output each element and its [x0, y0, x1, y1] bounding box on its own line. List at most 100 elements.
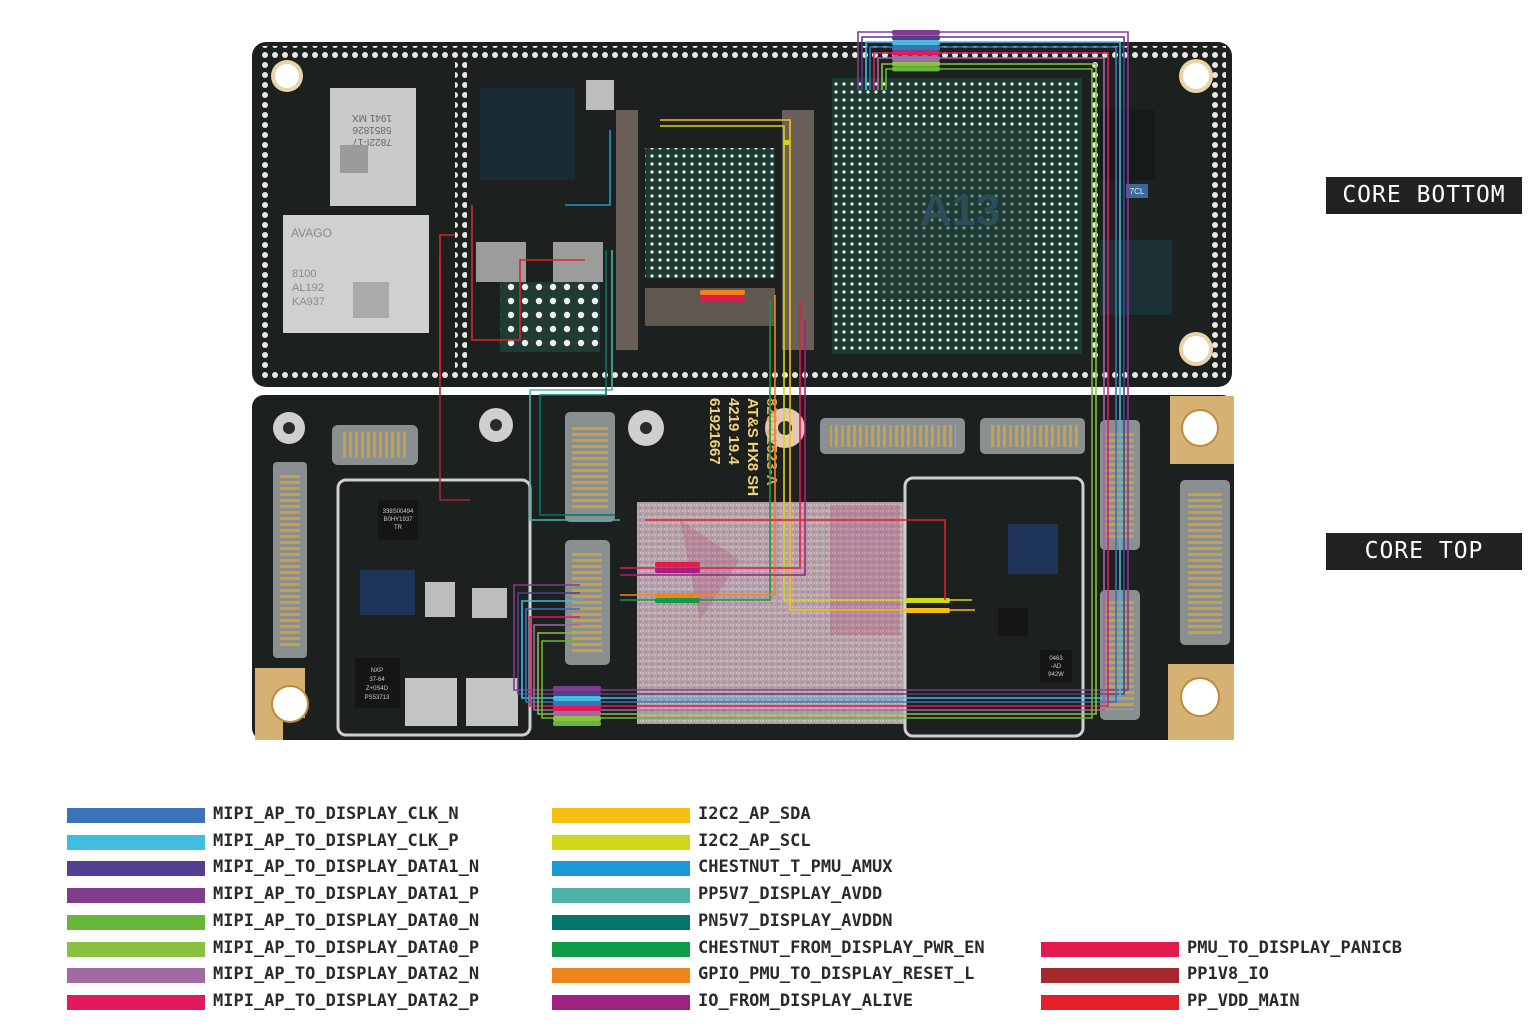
trace-pp5v7-avdd	[529, 250, 620, 521]
legend-label: CHESTNUT_FROM_DISPLAY_PWR_EN	[698, 937, 985, 958]
net-tag	[892, 30, 940, 35]
net-tag	[905, 598, 950, 603]
legend-label: PP1V8_IO	[1187, 964, 1269, 985]
trace-mipi-ap-to-display-data2-p	[529, 52, 1109, 707]
legend-swatch	[67, 808, 205, 823]
board-part-number: 820-01523-A	[763, 398, 780, 486]
trace-mipi-ap-to-display-data1-p	[513, 31, 1129, 691]
trace-display-alive	[620, 320, 806, 576]
legend-label: MIPI_AP_TO_DISPLAY_CLK_N	[213, 804, 459, 824]
trace-i2c-sda	[660, 119, 975, 611]
chip-marking: 37-64	[369, 677, 385, 683]
chip-marking: AVAGO	[291, 226, 332, 240]
soc-marking: A13	[920, 186, 1001, 235]
net-tag	[553, 686, 601, 691]
net-tag	[892, 40, 940, 46]
legend-swatch	[67, 968, 205, 984]
net-tag	[655, 568, 700, 573]
chip-marking: 1941 MX	[352, 112, 392, 123]
chip-marking: 338S00494	[383, 509, 414, 515]
net-tag	[553, 691, 601, 696]
legend-label: MIPI_AP_TO_DISPLAY_DATA1_P	[213, 884, 480, 905]
chip-marking: 7CL	[1130, 187, 1145, 196]
chip-marking: 0463	[1049, 656, 1063, 662]
legend-swatch	[552, 808, 690, 823]
legend-label: IO_FROM_DISPLAY_ALIVE	[698, 990, 913, 1011]
legend-swatch	[67, 994, 205, 1010]
legend-label: MIPI_AP_TO_DISPLAY_DATA2_P	[213, 990, 480, 1011]
legend-swatch	[552, 994, 690, 1010]
chip-marking: B0HY1937	[383, 517, 413, 523]
net-tag	[892, 61, 940, 67]
legend-label: PN5V7_DISPLAY_AVDDN	[698, 910, 893, 931]
trace-pp-vdd-main-2	[439, 234, 455, 380]
board-id-marking: 820-01523-A AT&S HX8 SH 4219 19.4 619216…	[706, 398, 780, 496]
net-tag	[655, 598, 700, 603]
legend-swatch	[552, 861, 690, 877]
net-traces	[439, 30, 1129, 726]
legend-label: MIPI_AP_TO_DISPLAY_DATA0_P	[213, 937, 480, 958]
legend-swatch	[67, 888, 205, 904]
net-tag	[553, 696, 601, 701]
chip-marking: NXP	[371, 668, 383, 674]
legend-swatch	[552, 941, 690, 957]
net-tag	[892, 56, 940, 61]
board-vendor: AT&S HX8 SH	[744, 398, 761, 496]
trace-pn5v7-avddn	[539, 250, 615, 516]
legend-label: I2C2_AP_SCL	[698, 830, 811, 851]
core-bottom-board: 1941 MX 5851826 7822I-17 AVAGO 8100 AL19…	[252, 42, 1232, 387]
chip-marking: 942W	[1048, 672, 1064, 678]
net-tag	[892, 66, 940, 72]
legend-swatch	[552, 968, 690, 984]
trace-chestnut-amux	[565, 130, 611, 206]
net-tag	[553, 706, 601, 711]
chip-marking: KA937	[292, 296, 325, 308]
trace-mipi-ap-to-display-clk-p	[521, 41, 1121, 699]
net-tag	[700, 296, 745, 301]
trace-i2c-scl	[660, 125, 972, 601]
trace-mipi-ap-to-display-data2-n	[533, 57, 1105, 711]
trace-mipi-ap-to-display-data1-n	[517, 36, 1125, 695]
board-serial: 61921667	[706, 398, 723, 465]
net-tag	[905, 608, 950, 613]
board-date: 4219 19.4	[725, 398, 742, 465]
net-tag	[892, 45, 940, 51]
chip-marking: AL192	[292, 282, 324, 294]
legend-label: MIPI_AP_TO_DISPLAY_DATA1_N	[213, 857, 480, 878]
chip-marking: 7822I-17	[352, 136, 392, 147]
legend-swatch	[67, 861, 205, 877]
legend-label: MIPI_AP_TO_DISPLAY_CLK_P	[213, 830, 459, 851]
net-tag	[553, 721, 601, 726]
legend-label: MIPI_AP_TO_DISPLAY_DATA0_N	[213, 910, 480, 931]
net-tag	[892, 35, 940, 41]
legend-swatch	[67, 914, 205, 930]
net-tag	[553, 716, 601, 721]
net-tag	[784, 140, 790, 145]
chip-marking: 5851826	[352, 124, 391, 135]
trace-pp-vdd-main-3	[645, 519, 946, 600]
legend-label: PP_VDD_MAIN	[1187, 990, 1300, 1011]
net-tag	[553, 701, 601, 706]
net-tag	[655, 593, 700, 598]
net-tag	[655, 562, 700, 567]
legend-swatch	[67, 941, 205, 957]
trace-mipi-ap-to-display-data0-n	[541, 68, 1093, 719]
legend-label: MIPI_AP_TO_DISPLAY_DATA2_N	[213, 964, 480, 985]
chip-marking: TR	[394, 525, 403, 531]
legend-swatch	[1041, 994, 1179, 1010]
trace-pp-vdd-main	[471, 205, 585, 341]
legend-swatch	[1041, 968, 1179, 984]
core-bottom-label: CORE BOTTOM	[1326, 177, 1522, 214]
legend-label: PP5V7_DISPLAY_AVDD	[698, 884, 883, 905]
net-tag	[892, 50, 940, 56]
legend-label: I2C2_AP_SDA	[698, 804, 811, 824]
legend-swatch	[552, 834, 690, 850]
legend-swatch	[552, 888, 690, 904]
net-tag	[553, 711, 601, 716]
chip-marking: PS53713	[365, 695, 390, 701]
legend-swatch	[552, 914, 690, 930]
trace-mipi-ap-to-display-clk-n	[525, 46, 1117, 703]
pcb-diagram: 1941 MX 5851826 7822I-17 AVAGO 8100 AL19…	[252, 30, 1234, 740]
legend-swatch	[67, 834, 205, 850]
chip-marking: -AD	[1051, 664, 1062, 670]
